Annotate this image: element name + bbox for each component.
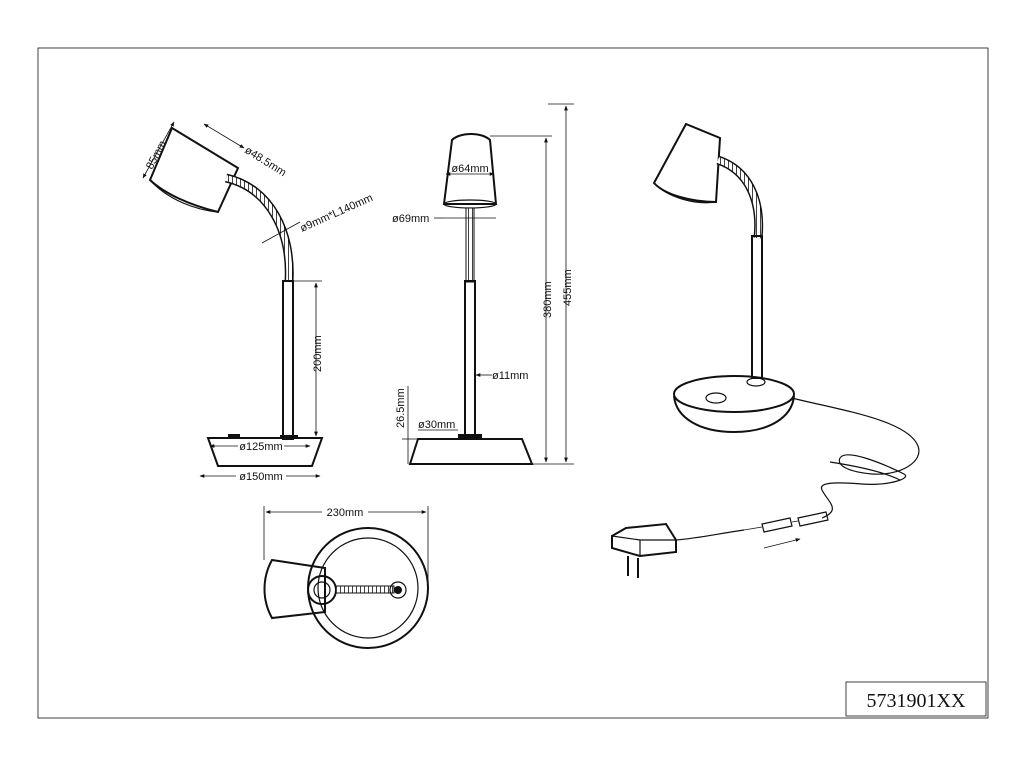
front-view: ø64mm ø69mm ø11mm ø30mm 26.5mm 380mm 455… [392, 103, 574, 465]
perspective-base [673, 375, 795, 413]
front-gooseneck [465, 207, 475, 283]
dim-total-height: 455mm [562, 269, 574, 306]
power-adapter [611, 522, 677, 558]
dim-base-top-diameter: ø125mm [239, 441, 282, 453]
model-code: 5731901XX [867, 690, 966, 712]
dim-height-to-shade: 380mm [542, 281, 554, 318]
dim-shade-top-diameter: ø64mm [451, 163, 488, 175]
model-code-box: 5731901XX [845, 681, 987, 717]
perspective-stem [751, 235, 763, 379]
dim-shade-diameter: ø48.5mm [242, 144, 288, 179]
drawing-frame [37, 47, 989, 719]
dim-shade-height: 85mm [144, 139, 169, 172]
top-view: 230mm [263, 505, 429, 649]
power-cable [791, 397, 920, 519]
side-view: 85mm ø48.5mm ø9mm*L140mm 200mm ø125mm ø1… [142, 121, 375, 483]
front-collar [458, 434, 482, 439]
front-stem [464, 280, 476, 438]
dim-stem-diameter: ø11mm [492, 370, 528, 382]
side-shade [148, 126, 240, 214]
dim-shade-bottom-diameter: ø69mm [392, 213, 429, 225]
dim-gooseneck: ø9mm*L140mm [298, 192, 374, 235]
dim-base-height: 26.5mm [395, 388, 407, 428]
cable-connector [797, 511, 829, 527]
perspective-shade [652, 122, 722, 204]
dim-depth: 230mm [327, 507, 364, 519]
front-base [408, 438, 534, 465]
front-shade [442, 133, 498, 205]
dim-base-bottom-diameter: ø150mm [239, 471, 282, 483]
side-stem [282, 280, 294, 440]
dim-collar-diameter: ø30mm [418, 419, 455, 431]
dim-stem-height: 200mm [312, 335, 324, 372]
top-shade [263, 558, 326, 620]
top-base-inner [317, 537, 419, 639]
perspective-view [611, 122, 920, 578]
